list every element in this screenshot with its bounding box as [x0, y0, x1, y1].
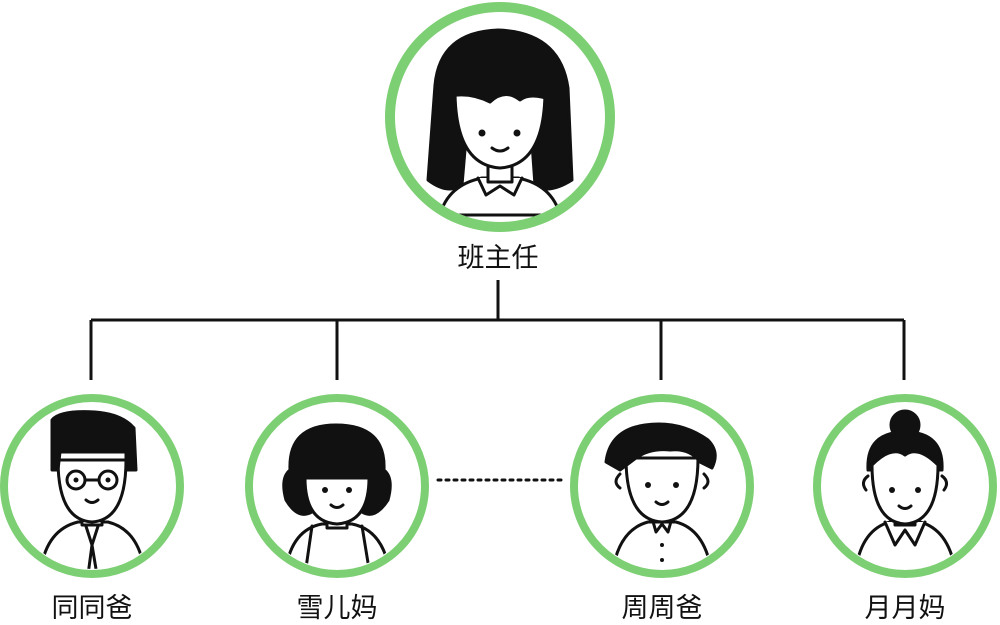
child-label-1: 同同爸 [51, 593, 133, 624]
node-xueer-mom [245, 394, 429, 578]
node-zhouzhou-dad [570, 394, 754, 578]
teacher-avatar-icon [426, 28, 574, 217]
connector-lines [89, 280, 906, 380]
node-tongtong-dad [0, 394, 184, 578]
child-label-2: 雪儿妈 [296, 593, 378, 624]
root-label: 班主任 [457, 243, 539, 274]
child-label-4: 月月妈 [864, 593, 946, 624]
node-yueyue-mom [813, 394, 997, 578]
mom-bob-avatar-icon [282, 423, 392, 569]
node-teacher [385, 2, 615, 232]
dad-glasses-avatar-icon [38, 410, 147, 569]
child-label-3: 周周爸 [621, 593, 703, 624]
dad-curly-avatar-icon [604, 422, 717, 569]
mom-bun-avatar-icon [853, 409, 958, 569]
